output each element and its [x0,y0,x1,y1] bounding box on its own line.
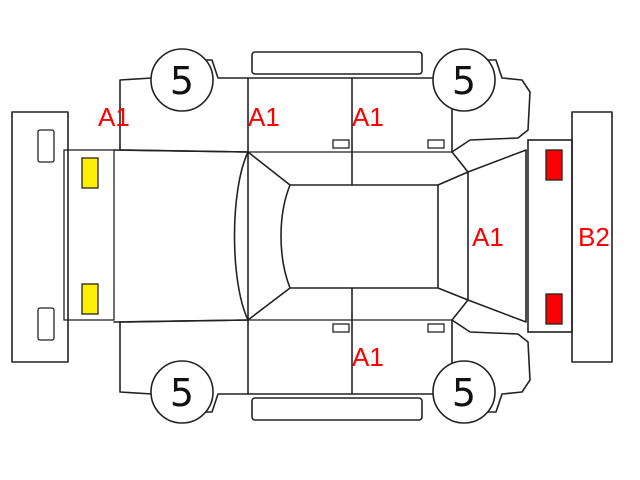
wheel-rear-left: 5 [150,360,214,424]
wheel-front-right-value: 5 [452,59,476,103]
damage-label-rear-glass: A1 [472,222,504,252]
damage-label-rear-bumper: B2 [578,222,610,252]
front-lamp-lower [81,283,99,315]
wheel-rear-left-value: 5 [170,371,194,415]
bottom-side-skirt [251,397,423,421]
rear-lamp-upper [545,149,563,181]
wheel-front-left-value: 5 [170,59,194,103]
car-top-view [113,149,527,323]
damage-label-hood-left: A1 [98,102,130,132]
rear-lamp-lower [545,293,563,325]
damage-label-front-door-top: A1 [248,102,280,132]
top-side-skirt [251,51,423,75]
wheel-rear-right-value: 5 [452,371,476,415]
wheel-front-left: 5 [150,48,214,112]
front-lamp-upper [81,157,99,189]
wheel-front-right: 5 [432,48,496,112]
wheel-rear-right: 5 [432,360,496,424]
front-bumper [11,111,115,363]
damage-label-rear-door-top: A1 [352,102,384,132]
damage-label-bottom-door: A1 [352,342,384,372]
